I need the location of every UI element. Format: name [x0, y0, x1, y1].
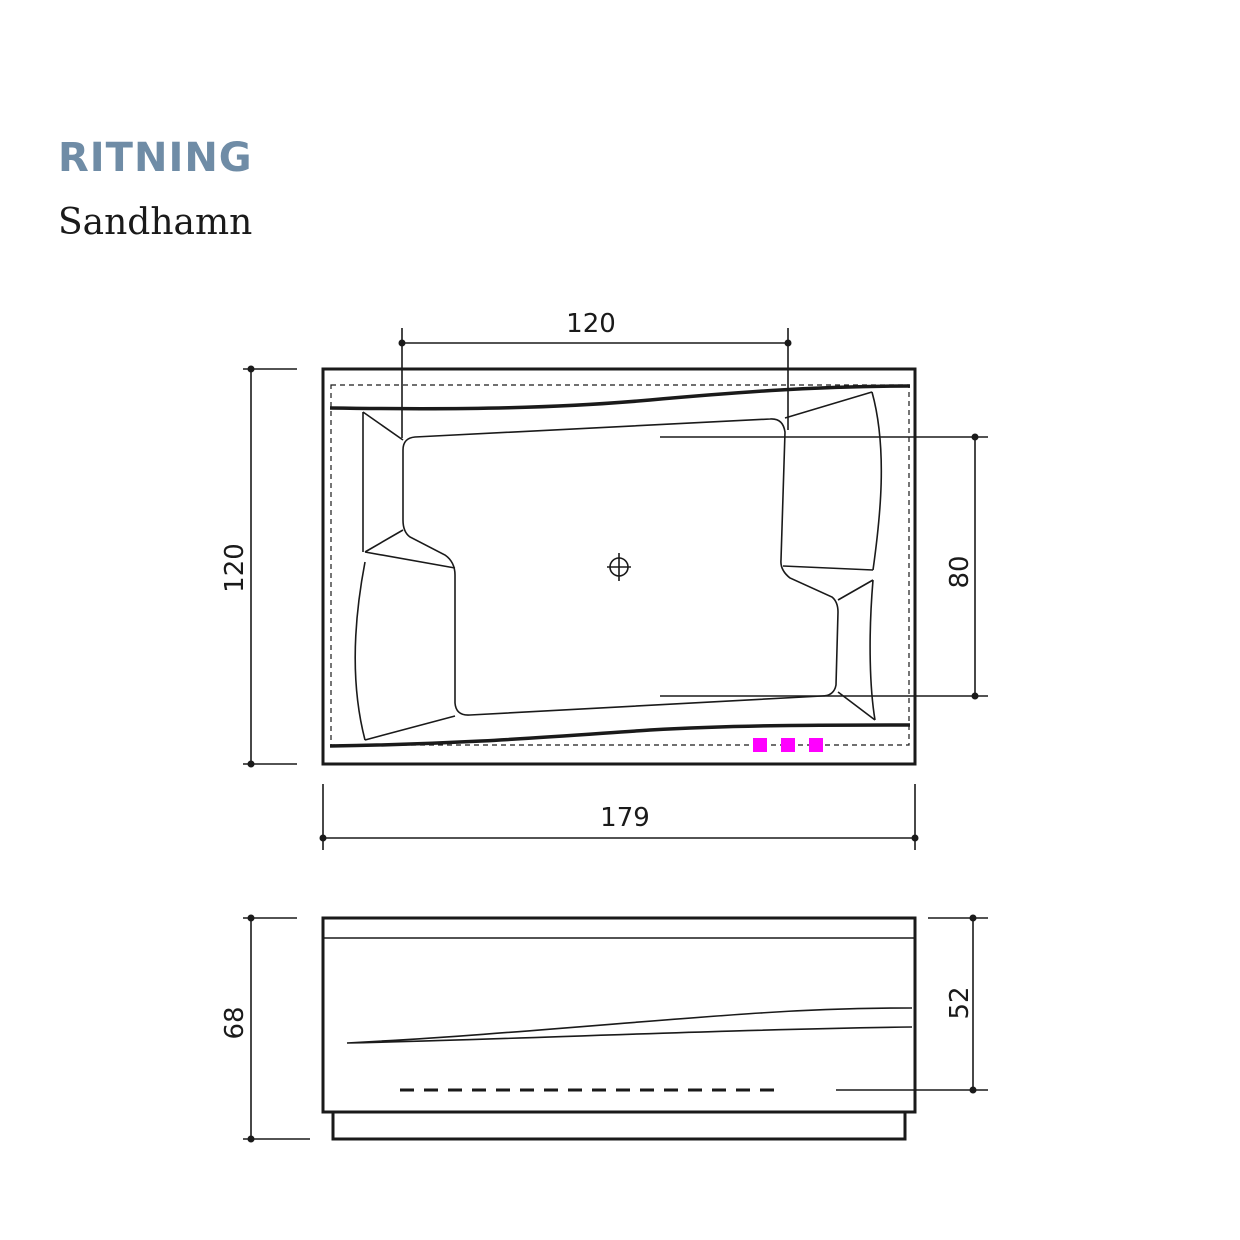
label-outer-width: 179 [600, 803, 650, 833]
rim-curve-top [329, 384, 911, 411]
left-backrest [354, 411, 456, 741]
label-total-height: 68 [220, 1006, 250, 1039]
dimension-outer-depth [243, 365, 297, 768]
dimension-outer-width [319, 784, 919, 850]
right-backrest [782, 391, 883, 721]
base-plinth [331, 1112, 907, 1141]
drain-icon [607, 553, 631, 581]
control-button [781, 738, 795, 752]
dimension-inner-height [836, 914, 988, 1094]
dimension-total-height [243, 914, 310, 1143]
tub-outline-top [321, 367, 917, 766]
side-profile-curve [346, 1007, 913, 1044]
rim-curve-bottom [329, 723, 911, 748]
label-inner-depth: 80 [945, 555, 975, 588]
tub-outline-side [321, 916, 917, 1114]
label-inner-height: 52 [945, 986, 975, 1019]
inner-dashed-outline [330, 384, 910, 746]
dimension-inner-width [398, 328, 792, 438]
control-button [753, 738, 767, 752]
side-view [243, 914, 988, 1143]
model-name: Sandhamn [58, 202, 253, 243]
page-title: RITNING [58, 135, 253, 181]
label-outer-depth: 120 [220, 543, 250, 593]
control-button [809, 738, 823, 752]
label-inner-width: 120 [566, 309, 616, 339]
control-panel [753, 738, 823, 752]
dimension-inner-depth [660, 433, 988, 700]
top-view [243, 328, 988, 850]
